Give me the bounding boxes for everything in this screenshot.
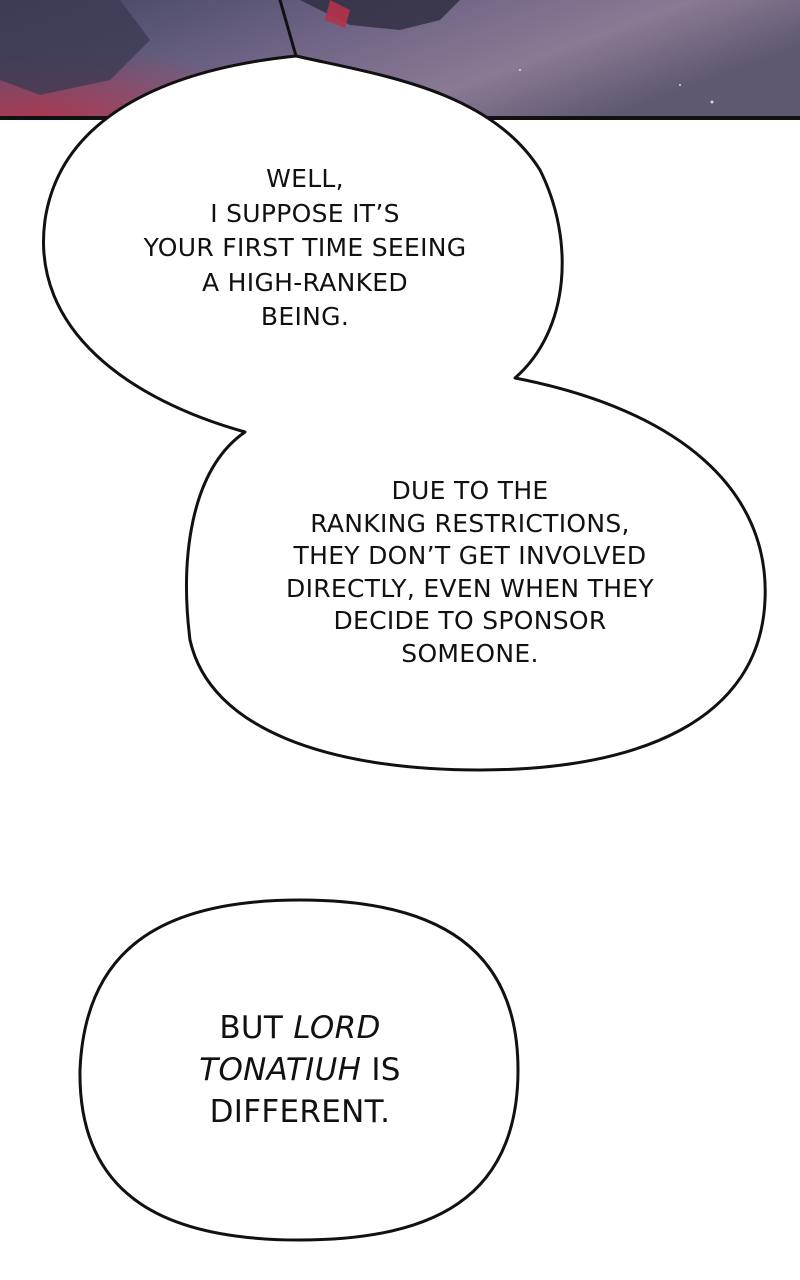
- bubble-1-line: I SUPPOSE IT’S: [210, 198, 400, 228]
- speech-bubble-2: [78, 898, 520, 1242]
- bubble-1-line: YOUR FIRST TIME SEEING: [143, 233, 467, 262]
- bubble-1-line: BEING.: [260, 302, 350, 331]
- bubble-2-plain: IS: [361, 1052, 401, 1088]
- bubble-1-line: A HIGH-RANKED: [202, 267, 408, 297]
- bubble-1b-line: DECIDE TO SPONSOR: [333, 606, 607, 635]
- bubble-2-text: BUT LORD TONATIUH IS DIFFERENT.: [170, 1007, 430, 1133]
- speech-bubble-1: [42, 0, 767, 772]
- bubble-1b-line: SOMEONE.: [401, 638, 539, 668]
- bubble-1-line: WELL,: [266, 164, 344, 193]
- bubble-1b-line: DUE TO THE: [391, 476, 549, 505]
- bubble-2-emphasis: TONATIUH: [199, 1052, 362, 1088]
- bubble-2-plain: BUT: [219, 1010, 294, 1046]
- bubble-2-line: DIFFERENT.: [209, 1094, 391, 1130]
- bubble-1b-text: DUE TO THE RANKING RESTRICTIONS, THEY DO…: [270, 475, 670, 670]
- bubble-1b-line: DIRECTLY, EVEN WHEN THEY: [286, 573, 654, 603]
- bubble-1b-line: RANKING RESTRICTIONS,: [310, 508, 630, 538]
- bubble-1-text: WELL, I SUPPOSE IT’S YOUR FIRST TIME SEE…: [132, 162, 478, 335]
- bubble-2-line: TONATIUH IS: [170, 1049, 430, 1091]
- bubble-2-emphasis: LORD: [293, 1010, 381, 1046]
- bubble-1b-line: THEY DON’T GET INVOLVED: [293, 541, 647, 570]
- bubble-2-line: BUT LORD: [170, 1007, 430, 1049]
